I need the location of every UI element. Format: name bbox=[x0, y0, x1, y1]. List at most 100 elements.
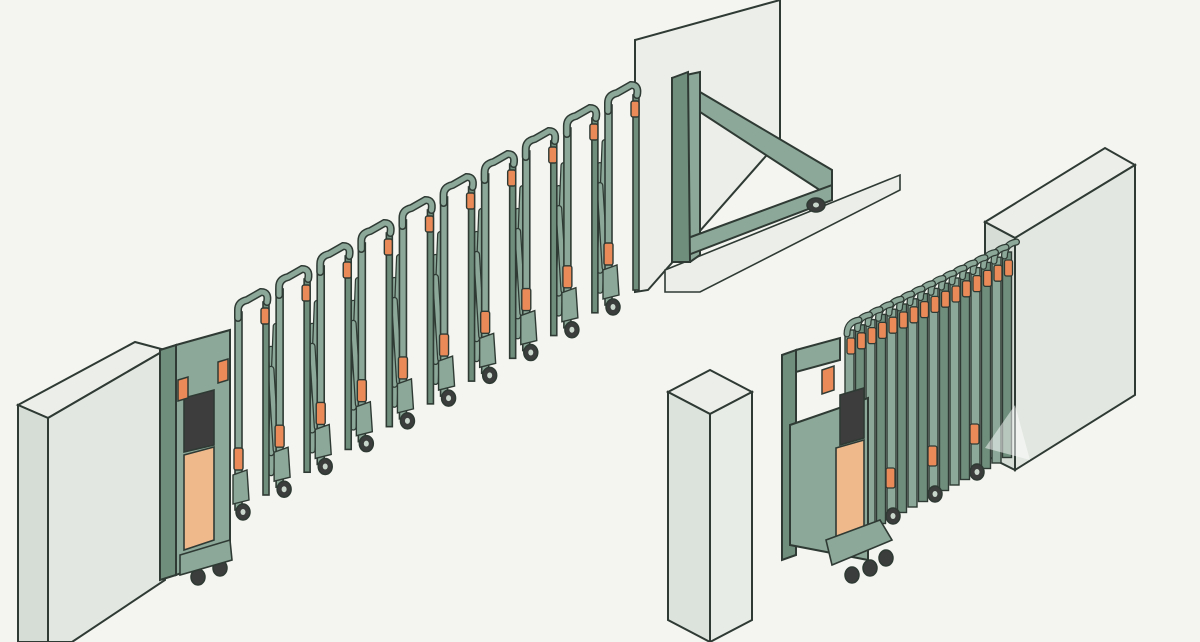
triangle-support-frame bbox=[671, 70, 833, 263]
frame-foot-accent bbox=[603, 242, 614, 266]
gate-lattice bbox=[267, 139, 609, 477]
folded-frame-accent bbox=[919, 300, 930, 319]
gate-head-unit bbox=[159, 328, 233, 586]
frame-foot-accent bbox=[479, 310, 491, 335]
folded-frame-accent bbox=[867, 326, 877, 345]
folded-frame-accent bbox=[982, 269, 993, 288]
frame-foot bbox=[273, 446, 291, 483]
frame-foot-accent bbox=[315, 401, 326, 426]
gate-frame bbox=[478, 149, 519, 385]
folded-frame-top bbox=[844, 317, 862, 337]
gate-frame bbox=[561, 103, 601, 339]
wheel-hub bbox=[890, 513, 896, 519]
frame-rear-post bbox=[426, 209, 435, 405]
frame-foot bbox=[561, 286, 579, 323]
center-bollard bbox=[665, 368, 755, 642]
frame-hinge-accent bbox=[506, 169, 517, 187]
frame-foot bbox=[478, 332, 497, 369]
frame-top bbox=[523, 128, 558, 160]
folded-frame-accent bbox=[930, 295, 940, 314]
folded-foot-accent bbox=[885, 467, 896, 489]
frame-top bbox=[358, 220, 394, 252]
folded-frame-accent bbox=[972, 274, 982, 293]
wheel-hub bbox=[487, 372, 493, 379]
frame-foot-accent bbox=[562, 265, 573, 289]
frame-rear-post bbox=[632, 94, 640, 291]
frame-foot-accent bbox=[356, 378, 368, 403]
wheel bbox=[844, 566, 860, 584]
frame-foot bbox=[396, 377, 415, 414]
gate-frame bbox=[520, 126, 560, 362]
folded-frame-post bbox=[907, 298, 918, 508]
frame-foot-accent bbox=[521, 287, 532, 312]
extended-gate-frames bbox=[232, 80, 642, 521]
gate-frame bbox=[232, 287, 272, 521]
wheel bbox=[878, 549, 894, 567]
frame-top bbox=[317, 243, 353, 275]
gate-frame bbox=[396, 195, 436, 430]
wheel-hub bbox=[446, 395, 452, 402]
folded-frame-accent bbox=[961, 280, 972, 298]
frame-foot bbox=[602, 264, 620, 300]
folded-frame-accent bbox=[951, 285, 961, 303]
wheel-hub bbox=[404, 417, 410, 424]
frame-hinge-accent bbox=[342, 261, 352, 279]
frame-foot-accent bbox=[274, 424, 285, 448]
frame-foot bbox=[355, 400, 374, 437]
wheel-hub bbox=[281, 486, 287, 493]
frame-rear-post bbox=[303, 278, 311, 474]
gate-frame bbox=[273, 264, 313, 498]
frame-top bbox=[482, 151, 517, 183]
light-glint bbox=[985, 405, 1030, 460]
frame-foot-accent bbox=[397, 356, 409, 380]
wheel-hub bbox=[569, 326, 575, 333]
frame-top bbox=[276, 266, 311, 298]
frame-hinge-accent bbox=[301, 284, 311, 302]
frame-hinge-accent bbox=[424, 215, 435, 233]
wheel-hub bbox=[974, 469, 980, 475]
frame-hinge-accent bbox=[548, 146, 558, 164]
frame-hinge-accent bbox=[383, 238, 394, 256]
retracted-gate-head-unit bbox=[781, 336, 894, 584]
folded-gate-frame bbox=[917, 280, 936, 503]
frame-foot-accent bbox=[438, 333, 450, 357]
folded-frame-accent bbox=[1003, 259, 1014, 277]
gate-frame bbox=[314, 241, 354, 476]
wheel-hub bbox=[528, 349, 534, 356]
frame-foot bbox=[520, 309, 538, 346]
folded-frame-accent bbox=[909, 306, 919, 324]
frame-rear-post bbox=[467, 186, 476, 382]
folded-frame-post bbox=[980, 261, 992, 470]
wheel-hub bbox=[610, 304, 616, 310]
frame-top bbox=[605, 82, 640, 114]
frame-rear-post bbox=[549, 140, 558, 337]
frame-foot bbox=[232, 469, 250, 505]
frame-hinge-accent bbox=[260, 307, 270, 325]
frame-hinge-accent bbox=[630, 100, 640, 118]
control-panel bbox=[835, 438, 865, 540]
folded-foot-accent bbox=[969, 423, 980, 445]
wheel-hub bbox=[363, 440, 369, 447]
control-screen bbox=[183, 388, 215, 454]
wheel-hub bbox=[322, 463, 328, 470]
frame-foot bbox=[314, 423, 332, 460]
folded-frame-accent bbox=[856, 332, 867, 350]
folded-frame-post bbox=[875, 313, 887, 525]
wheel-hub bbox=[240, 509, 246, 515]
folded-frame-post bbox=[938, 282, 950, 492]
folded-frame-accent bbox=[846, 337, 856, 355]
control-panel bbox=[183, 445, 215, 552]
retracted-gate-stack bbox=[843, 238, 1020, 547]
frame-top bbox=[441, 174, 476, 206]
gate-frame bbox=[437, 172, 477, 407]
frame-top bbox=[399, 197, 435, 229]
frame-rear-post bbox=[344, 255, 353, 451]
wheel-hub bbox=[932, 491, 938, 497]
folded-frame-post bbox=[949, 277, 960, 486]
frame-foot bbox=[437, 355, 456, 392]
frame-rear-post bbox=[262, 301, 270, 496]
control-screen bbox=[839, 386, 865, 447]
folded-frame-accent bbox=[877, 321, 888, 340]
